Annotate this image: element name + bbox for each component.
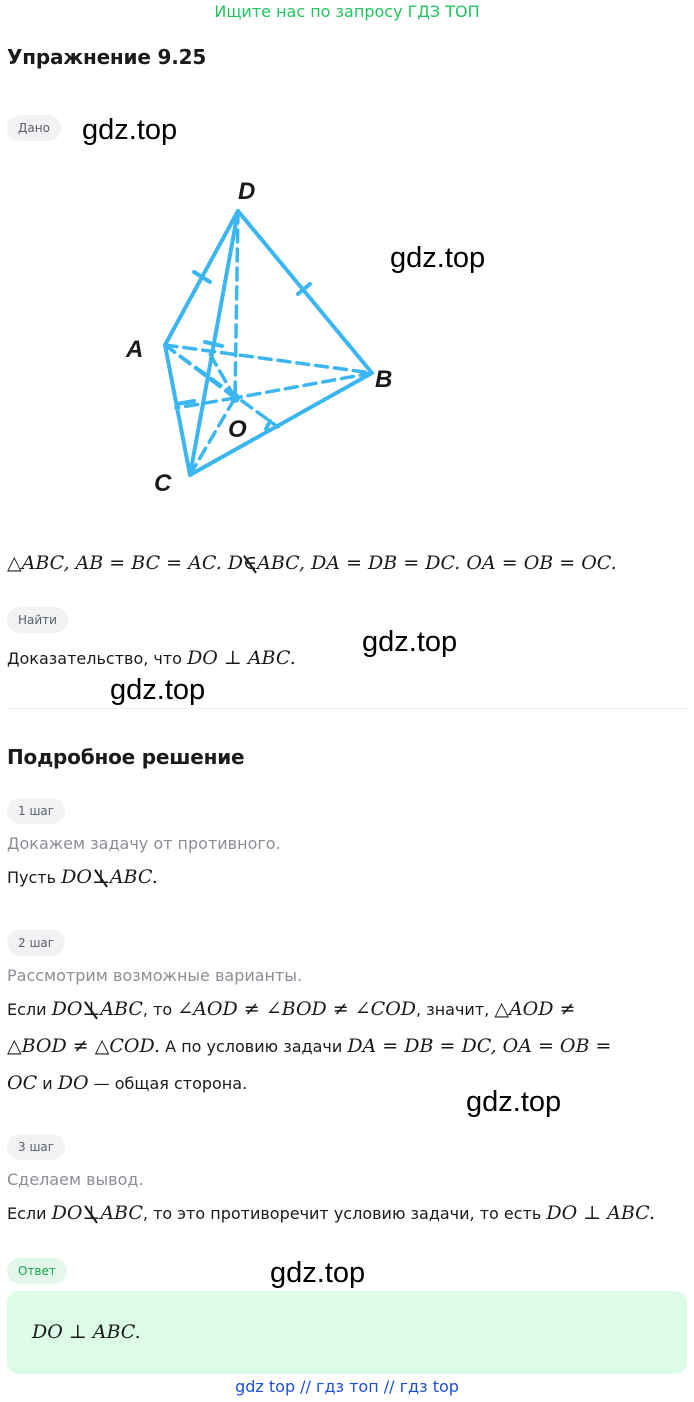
given-part-2: ABC, DA = DB = DC. OA = OB = OC. — [257, 552, 617, 574]
label-d: D — [238, 178, 255, 205]
step-3-math-2: DO ⊥ ABC. — [546, 1202, 656, 1224]
median-b — [174, 396, 237, 410]
step-3-text: Если DO⊥ABC, то это противоречит условию… — [7, 1202, 655, 1224]
find-chip-label: Найти — [7, 607, 68, 633]
step-1-math: DO⊥ABC. — [61, 866, 158, 888]
step-3-math-1: DO⊥ABC — [51, 1202, 143, 1224]
median-c — [208, 352, 237, 400]
step-2-math-6: OC — [7, 1072, 38, 1094]
footer-links[interactable]: gdz top // гдз топ // гдз top — [235, 1377, 459, 1396]
watermark: gdz.top — [110, 674, 206, 706]
given-chip: Дано — [7, 115, 61, 141]
top-banner[interactable]: Ищите нас по запросу ГДЗ ТОП — [214, 2, 480, 21]
edge-ab — [163, 343, 374, 375]
tetrahedron-figure: D A B O C — [125, 178, 392, 497]
step-2-chip: 2 шаг — [7, 930, 66, 956]
tick-ac — [175, 399, 196, 406]
step-1-text: Пусть DO⊥ABC. — [7, 866, 158, 888]
step-2-label: 2 шаг — [7, 930, 66, 956]
step-2-word: и — [42, 1074, 53, 1093]
watermark: gdz.top — [466, 1086, 562, 1118]
step-3-word: , то это противоречит условию задачи, то… — [142, 1204, 542, 1223]
page-title: Упражнение 9.25 — [7, 45, 207, 69]
step-1-chip: 1 шаг — [7, 798, 66, 824]
edge-cb — [188, 371, 374, 477]
answer-chip: Ответ — [7, 1258, 67, 1284]
given-text: △ABC, AB = BC = AC. D∈ABC, DA = DB = DC.… — [7, 552, 617, 574]
step-3-word: Если — [7, 1204, 47, 1223]
step-2-word: А по условию задачи — [165, 1037, 343, 1056]
step-2-line-3: OC и DO — общая сторона. — [7, 1072, 247, 1094]
step-2-line-2: △BOD ≠ △COD. А по условию задачи DA = DB… — [7, 1035, 611, 1057]
step-2-line-1: Если DO⊥ABC, то ∠AOD ≠ ∠BOD ≠ ∠COD, знач… — [7, 998, 575, 1020]
segment-bo — [233, 371, 374, 400]
tick-ab — [203, 340, 224, 348]
tick-db — [296, 282, 312, 296]
step-1-hint: Докажем задачу от противного. — [7, 834, 281, 853]
step-3-hint: Сделаем вывод. — [7, 1170, 144, 1189]
step-2-word: , то — [142, 1000, 173, 1019]
step-3-label: 3 шаг — [7, 1134, 66, 1160]
median-a — [163, 343, 280, 429]
step-2-math-2: ∠AOD ≠ ∠BOD ≠ ∠COD — [177, 998, 417, 1020]
find-math: DO ⊥ ABC. — [187, 647, 296, 669]
watermark: gdz.top — [362, 626, 458, 658]
point-o — [230, 393, 240, 403]
step-2-math-1: DO⊥ABC — [51, 998, 143, 1020]
solution-title: Подробное решение — [7, 745, 245, 769]
edge-ac — [163, 343, 192, 477]
step-2-math-4: △BOD ≠ △COD. — [7, 1035, 161, 1057]
given-chip-label: Дано — [7, 115, 61, 141]
answer-text: DO ⊥ ABC. — [32, 1321, 141, 1343]
label-o: O — [228, 416, 247, 443]
step-2-math-3: △AOD ≠ — [494, 998, 576, 1020]
watermark: gdz.top — [82, 114, 178, 146]
answer-box: DO ⊥ ABC. — [7, 1291, 687, 1374]
divider — [7, 708, 687, 709]
answer-chip-label: Ответ — [7, 1258, 67, 1284]
watermark: gdz.top — [390, 242, 486, 274]
step-2-math-5: DA = DB = DC, OA = OB = — [347, 1035, 612, 1057]
step-2-hint: Рассмотрим возможные варианты. — [7, 966, 303, 985]
label-a: A — [125, 336, 143, 363]
step-2-word: , значит, — [416, 1000, 490, 1019]
tick-cb — [264, 419, 272, 431]
not-in-symbol: ∈ — [243, 552, 258, 574]
edge-db — [236, 209, 374, 375]
label-c: C — [154, 470, 172, 497]
segment-co — [188, 396, 237, 477]
watermark: gdz.top — [270, 1257, 366, 1289]
step-2-word: — общая сторона. — [93, 1074, 248, 1093]
find-text: Доказательство, что DO ⊥ ABC. — [7, 647, 296, 669]
label-b: B — [375, 366, 392, 393]
step-3-chip: 3 шаг — [7, 1134, 66, 1160]
step-1-label: 1 шаг — [7, 798, 66, 824]
step-1-word: Пусть — [7, 868, 57, 887]
segment-do — [233, 209, 240, 400]
find-chip: Найти — [7, 607, 68, 633]
step-2-math-7: DO — [57, 1072, 89, 1094]
step-2-word: Если — [7, 1000, 47, 1019]
given-part-1: △ABC, AB = BC = AC. D — [7, 552, 244, 574]
find-label-text: Доказательство, что — [7, 649, 182, 668]
tick-da — [192, 270, 212, 284]
